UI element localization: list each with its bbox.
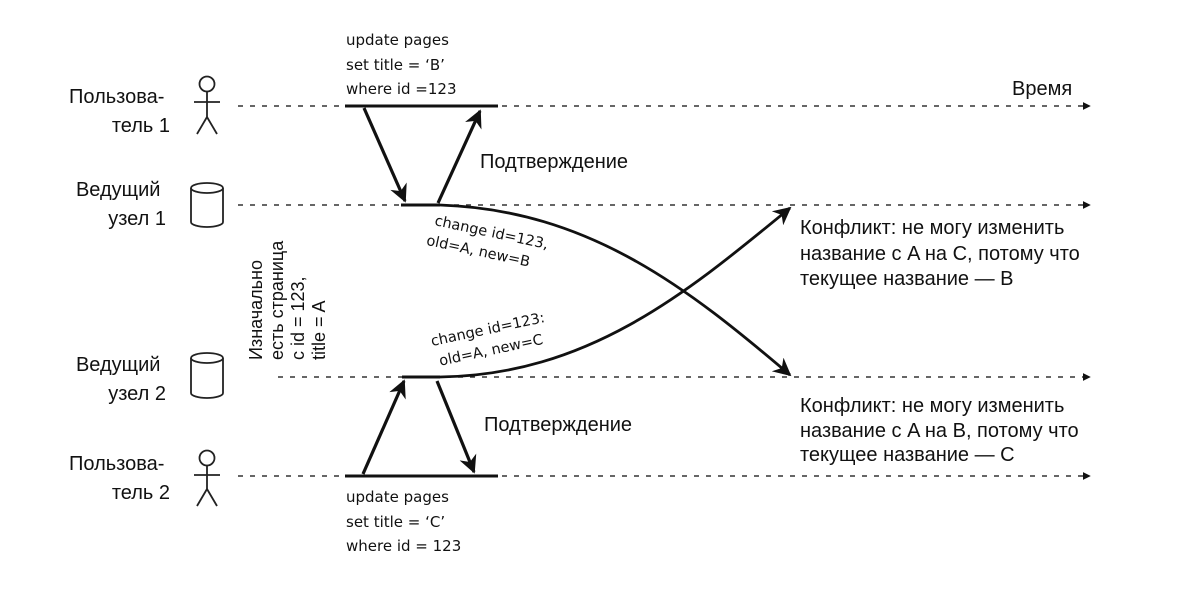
conflict-note-1: Конфликт: не могу изменить название с A … — [800, 217, 1085, 290]
request-arrow-bottom — [361, 379, 406, 475]
actor-leader1-label: Ведущий узел 1 — [76, 179, 166, 230]
actor-user1-label: Пользова- тель 1 — [69, 86, 170, 137]
database-icon — [190, 352, 224, 399]
person-icon — [194, 449, 220, 507]
replication-arrow-b — [439, 203, 792, 377]
time-label: Время — [1012, 78, 1072, 100]
actor-user2-label: Пользова- тель 2 — [69, 453, 170, 504]
conflict-note-2: Конфликт: не могу изменить название с A … — [800, 395, 1084, 466]
change-b-label: change id=123, old=A, new=B — [425, 212, 554, 274]
actor-leader2-label: Ведущий узел 2 — [76, 354, 166, 405]
ack-arrow-bottom — [435, 380, 477, 474]
database-icon — [190, 182, 224, 228]
initial-state-note: Изначально есть страница с id = 123, tit… — [246, 236, 329, 360]
request-arrow-top — [362, 107, 407, 203]
person-icon — [194, 75, 220, 135]
ack-label-bottom: Подтверждение — [484, 414, 632, 436]
ack-arrow-top — [436, 109, 482, 204]
replication-arrow-c — [439, 206, 792, 379]
change-c-label: change id=123: old=A, new=C — [430, 309, 556, 370]
query-top: update pages set title = ‘B’ where id =1… — [346, 31, 457, 98]
query-bottom: update pages set title = ‘C’ where id = … — [346, 488, 461, 555]
ack-label-top: Подтверждение — [480, 151, 628, 173]
